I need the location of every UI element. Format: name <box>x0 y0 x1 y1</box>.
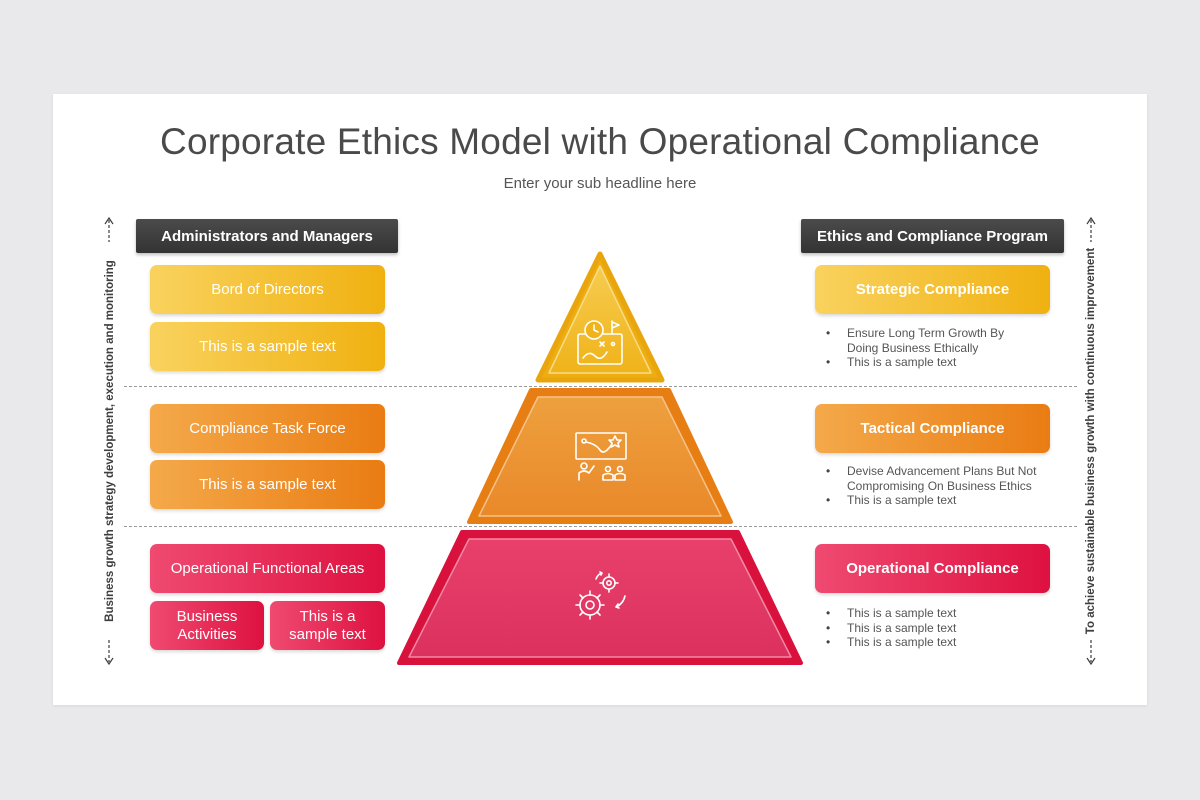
tactical-compliance-box: Tactical Compliance <box>815 404 1050 453</box>
left-double-arrow <box>104 216 114 666</box>
tactical-bullets: Devise Advancement Plans But Not Comprom… <box>826 464 1056 508</box>
bullet-item: Ensure Long Term Growth By Doing Busines… <box>826 326 1026 355</box>
bullet-item: This is a sample text <box>826 493 1056 508</box>
level-divider-2 <box>124 526 1077 527</box>
strategic-bullets: Ensure Long Term Growth By Doing Busines… <box>826 326 1026 370</box>
sample-text-box-3: This is a sample text <box>270 601 385 650</box>
page-subtitle: Enter your sub headline here <box>503 175 697 192</box>
sample-text-box-1: This is a sample text <box>150 322 385 371</box>
right-header: Ethics and Compliance Program <box>801 219 1064 253</box>
level-divider-1 <box>124 386 1077 387</box>
compliance-task-force-box: Compliance Task Force <box>150 404 385 453</box>
bullet-item: This is a sample text <box>826 621 1026 636</box>
right-side-label: To achieve sustainable business growth w… <box>1085 247 1097 635</box>
left-side-label: Business growth strategy development, ex… <box>104 260 116 622</box>
left-header: Administrators and Managers <box>136 219 398 253</box>
page-title: Corporate Ethics Model with Operational … <box>160 121 1040 162</box>
operational-functional-areas-box: Operational Functional Areas <box>150 544 385 593</box>
right-double-arrow <box>1086 216 1096 666</box>
bullet-item: Devise Advancement Plans But Not Comprom… <box>826 464 1056 493</box>
sample-text-box-2: This is a sample text <box>150 460 385 509</box>
operational-bullets: This is a sample text This is a sample t… <box>826 606 1026 650</box>
operational-compliance-box: Operational Compliance <box>815 544 1050 593</box>
strategic-compliance-box: Strategic Compliance <box>815 265 1050 314</box>
bullet-item: This is a sample text <box>826 606 1026 621</box>
board-of-directors-box: Bord of Directors <box>150 265 385 314</box>
bullet-item: This is a sample text <box>826 635 1026 650</box>
bullet-item: This is a sample text <box>826 355 1026 370</box>
business-activities-box: Business Activities <box>150 601 264 650</box>
